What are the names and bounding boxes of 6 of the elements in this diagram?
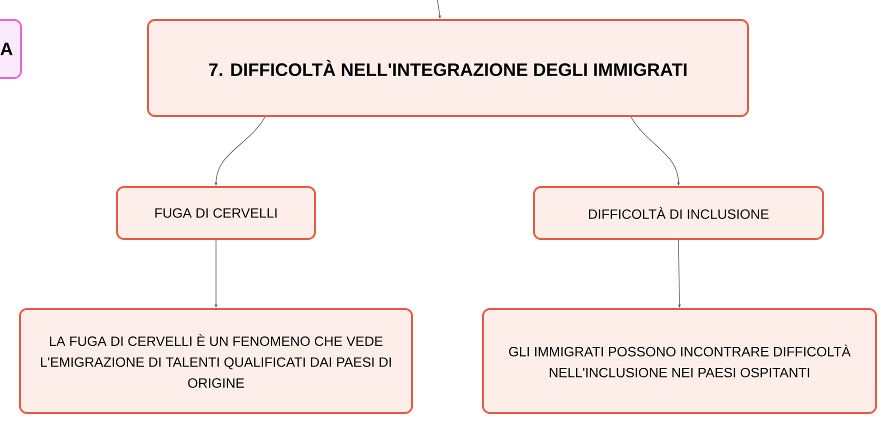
description-box: LA FUGA DI CERVELLI È UN FENOMENO CHE VEDE L'EMIGRAZIONE DI TALENTI QUALIFICATI DAI PAESI DI ORIGINE <box>19 308 413 414</box>
topic-box: 7. DIFFICOLTÀ NELL'INTEGRAZIONE DEGLI IMMIGRATI <box>147 19 749 117</box>
topic-box: A <box>0 19 22 79</box>
subtopic-box: FUGA DI CERVELLI <box>116 186 316 240</box>
subtopic-box: DIFFICOLTÀ DI INCLUSIONE <box>533 186 824 240</box>
description-box: GLI IMMIGRATI POSSONO INCONTRARE DIFFICOLTÀ NELL'INCLUSIONE NEI PAESI OSPITANTI <box>482 308 878 414</box>
